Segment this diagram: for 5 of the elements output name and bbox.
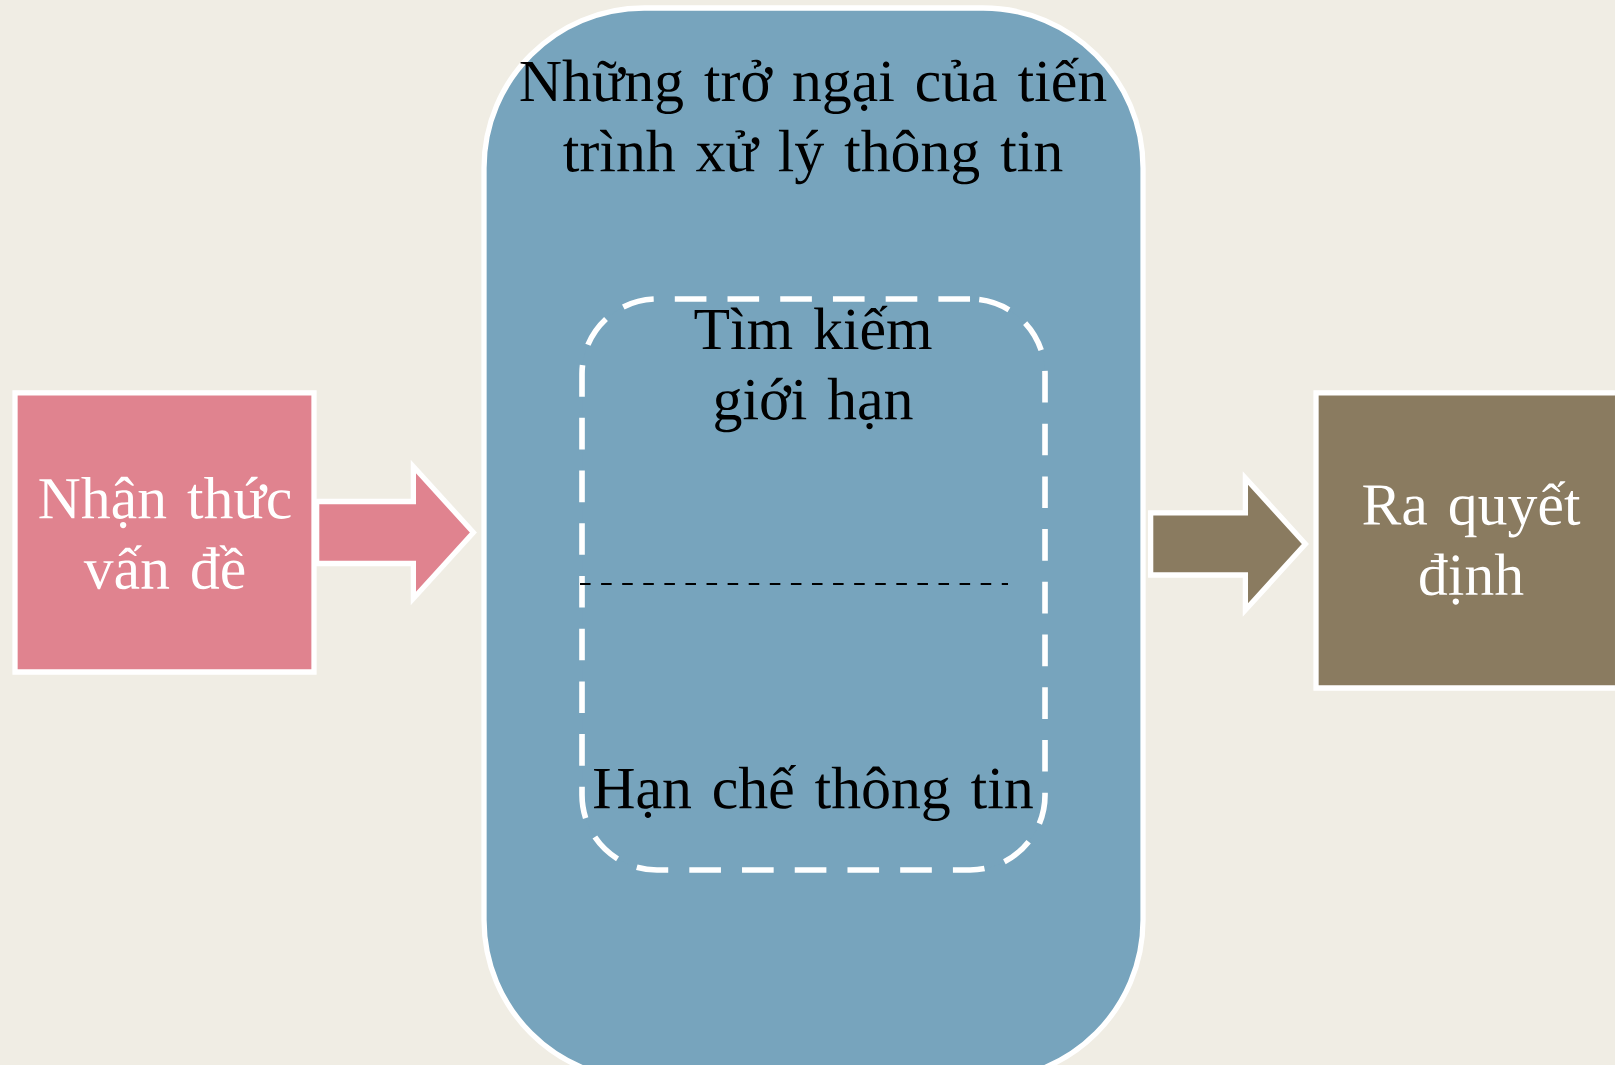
process-box: Ra quyết định <box>1313 390 1615 691</box>
process-box: Nhận thức vấn đề <box>12 390 317 675</box>
block-arrow <box>1148 471 1309 617</box>
dashed-group-box: Tìm kiếm giới hạn Hạn chế thông tin <box>579 296 1048 873</box>
block-arrow <box>314 459 477 606</box>
